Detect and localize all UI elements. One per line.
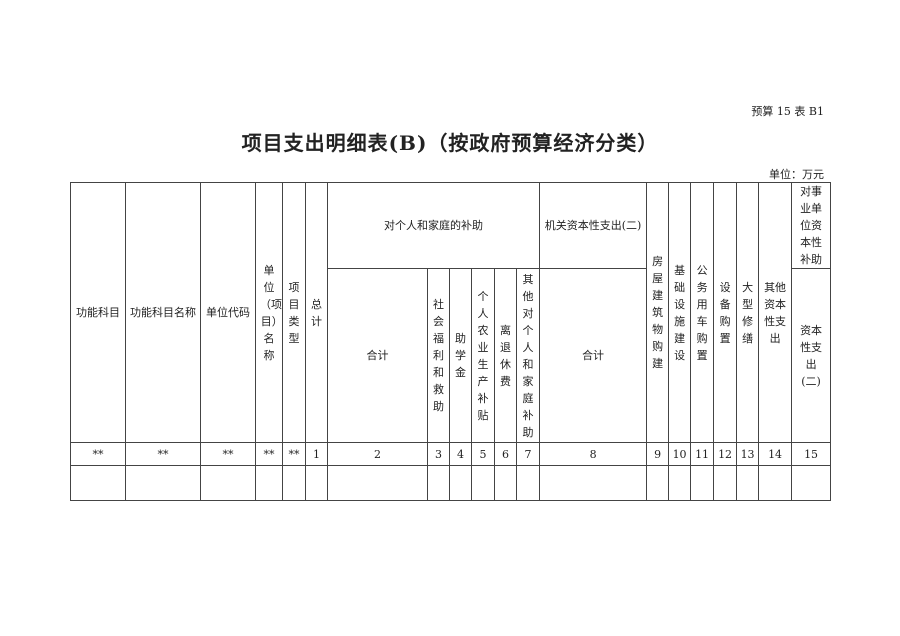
data-cell xyxy=(713,465,738,501)
data-cell xyxy=(427,465,450,501)
data-cell xyxy=(255,465,283,501)
data-cell xyxy=(305,465,328,501)
header-project-type: 项目类型 xyxy=(282,182,306,443)
index-cell: 13 xyxy=(736,442,760,466)
index-cell: 8 xyxy=(539,442,648,466)
index-cell: ** xyxy=(125,442,201,466)
index-cell: 5 xyxy=(471,442,495,466)
empty-data-row xyxy=(70,465,832,501)
header-capital-vehicle: 公务用车购置 xyxy=(690,182,715,443)
data-cell xyxy=(690,465,715,501)
header-capital-building: 房屋建筑物购建 xyxy=(646,182,670,443)
index-cell: 2 xyxy=(327,442,428,466)
data-cell xyxy=(70,465,126,501)
data-cell xyxy=(125,465,201,501)
data-cell xyxy=(736,465,760,501)
header-group-personal: 对个人和家庭的补助 xyxy=(326,182,541,269)
header-personal-total: 合计 xyxy=(327,268,428,443)
header-row-2: 合计 社会福利和救助 助学金 个人农业生产补贴 离退休费 其他对个人和家庭补助 … xyxy=(71,268,832,443)
index-cell: 3 xyxy=(427,442,450,466)
data-cell xyxy=(282,465,306,501)
header-unit-project-name: 单位（项目）名称 xyxy=(255,182,283,443)
data-cell xyxy=(515,465,541,501)
index-cell: 9 xyxy=(646,442,670,466)
header-row-1: 功能科目 功能科目名称 单位代码 单位（项目）名称 项目类型 总计 对个人和家庭… xyxy=(70,182,832,443)
index-cell: 10 xyxy=(668,442,692,466)
expenditure-table: 功能科目 功能科目名称 单位代码 单位（项目）名称 项目类型 总计 对个人和家庭… xyxy=(70,182,832,501)
index-cell: 6 xyxy=(494,442,517,466)
header-total: 总计 xyxy=(305,182,328,443)
index-cell: 1 xyxy=(305,442,328,466)
data-cell xyxy=(471,465,495,501)
index-cell: ** xyxy=(282,442,306,466)
data-cell xyxy=(539,465,648,501)
header-enterprise-capital: 资本性支出(二) xyxy=(791,268,832,443)
header-personal-scholarship: 助学金 xyxy=(449,268,472,443)
header-capital-infrastructure: 基础设施建设 xyxy=(668,182,692,443)
header-unit-code: 单位代码 xyxy=(200,182,256,443)
index-cell: 12 xyxy=(713,442,738,466)
header-func-subject: 功能科目 xyxy=(70,182,126,443)
unit-label: 单位：万元 xyxy=(769,168,824,181)
header-capital-repair: 大型修缮 xyxy=(736,182,760,443)
document-code: 预算 15 表 B1 xyxy=(751,105,824,118)
data-cell xyxy=(494,465,517,501)
data-cell xyxy=(791,465,832,501)
header-personal-other: 其他对个人和家庭补助 xyxy=(515,268,541,443)
index-cell: ** xyxy=(70,442,126,466)
index-cell: 14 xyxy=(758,442,793,466)
data-cell xyxy=(668,465,692,501)
header-func-subject-name: 功能科目名称 xyxy=(125,182,201,443)
header-personal-agri-subsidy: 个人农业生产补贴 xyxy=(471,268,495,443)
header-capital-total: 合计 xyxy=(539,268,648,443)
index-cell: ** xyxy=(255,442,283,466)
index-row: ** ** ** ** ** 1 2 3 4 5 6 7 8 9 10 11 1… xyxy=(70,442,832,466)
header-group-capital: 机关资本性支出(二) xyxy=(539,182,648,269)
header-personal-retirement: 离退休费 xyxy=(494,268,517,443)
index-cell: 11 xyxy=(690,442,715,466)
header-group-enterprise: 对事业单位资本性补助 xyxy=(791,182,832,269)
index-cell: 4 xyxy=(449,442,472,466)
data-cell xyxy=(758,465,793,501)
header-personal-welfare: 社会福利和救助 xyxy=(427,268,450,443)
index-cell: ** xyxy=(200,442,256,466)
index-cell: 15 xyxy=(791,442,832,466)
data-cell xyxy=(327,465,428,501)
header-capital-other: 其他资本性支出 xyxy=(758,182,793,443)
header-capital-equipment: 设备购置 xyxy=(713,182,738,443)
data-cell xyxy=(646,465,670,501)
data-cell xyxy=(449,465,472,501)
data-cell xyxy=(200,465,256,501)
page-title: 项目支出明细表(B)（按政府预算经济分类） xyxy=(241,131,659,155)
index-cell: 7 xyxy=(515,442,541,466)
